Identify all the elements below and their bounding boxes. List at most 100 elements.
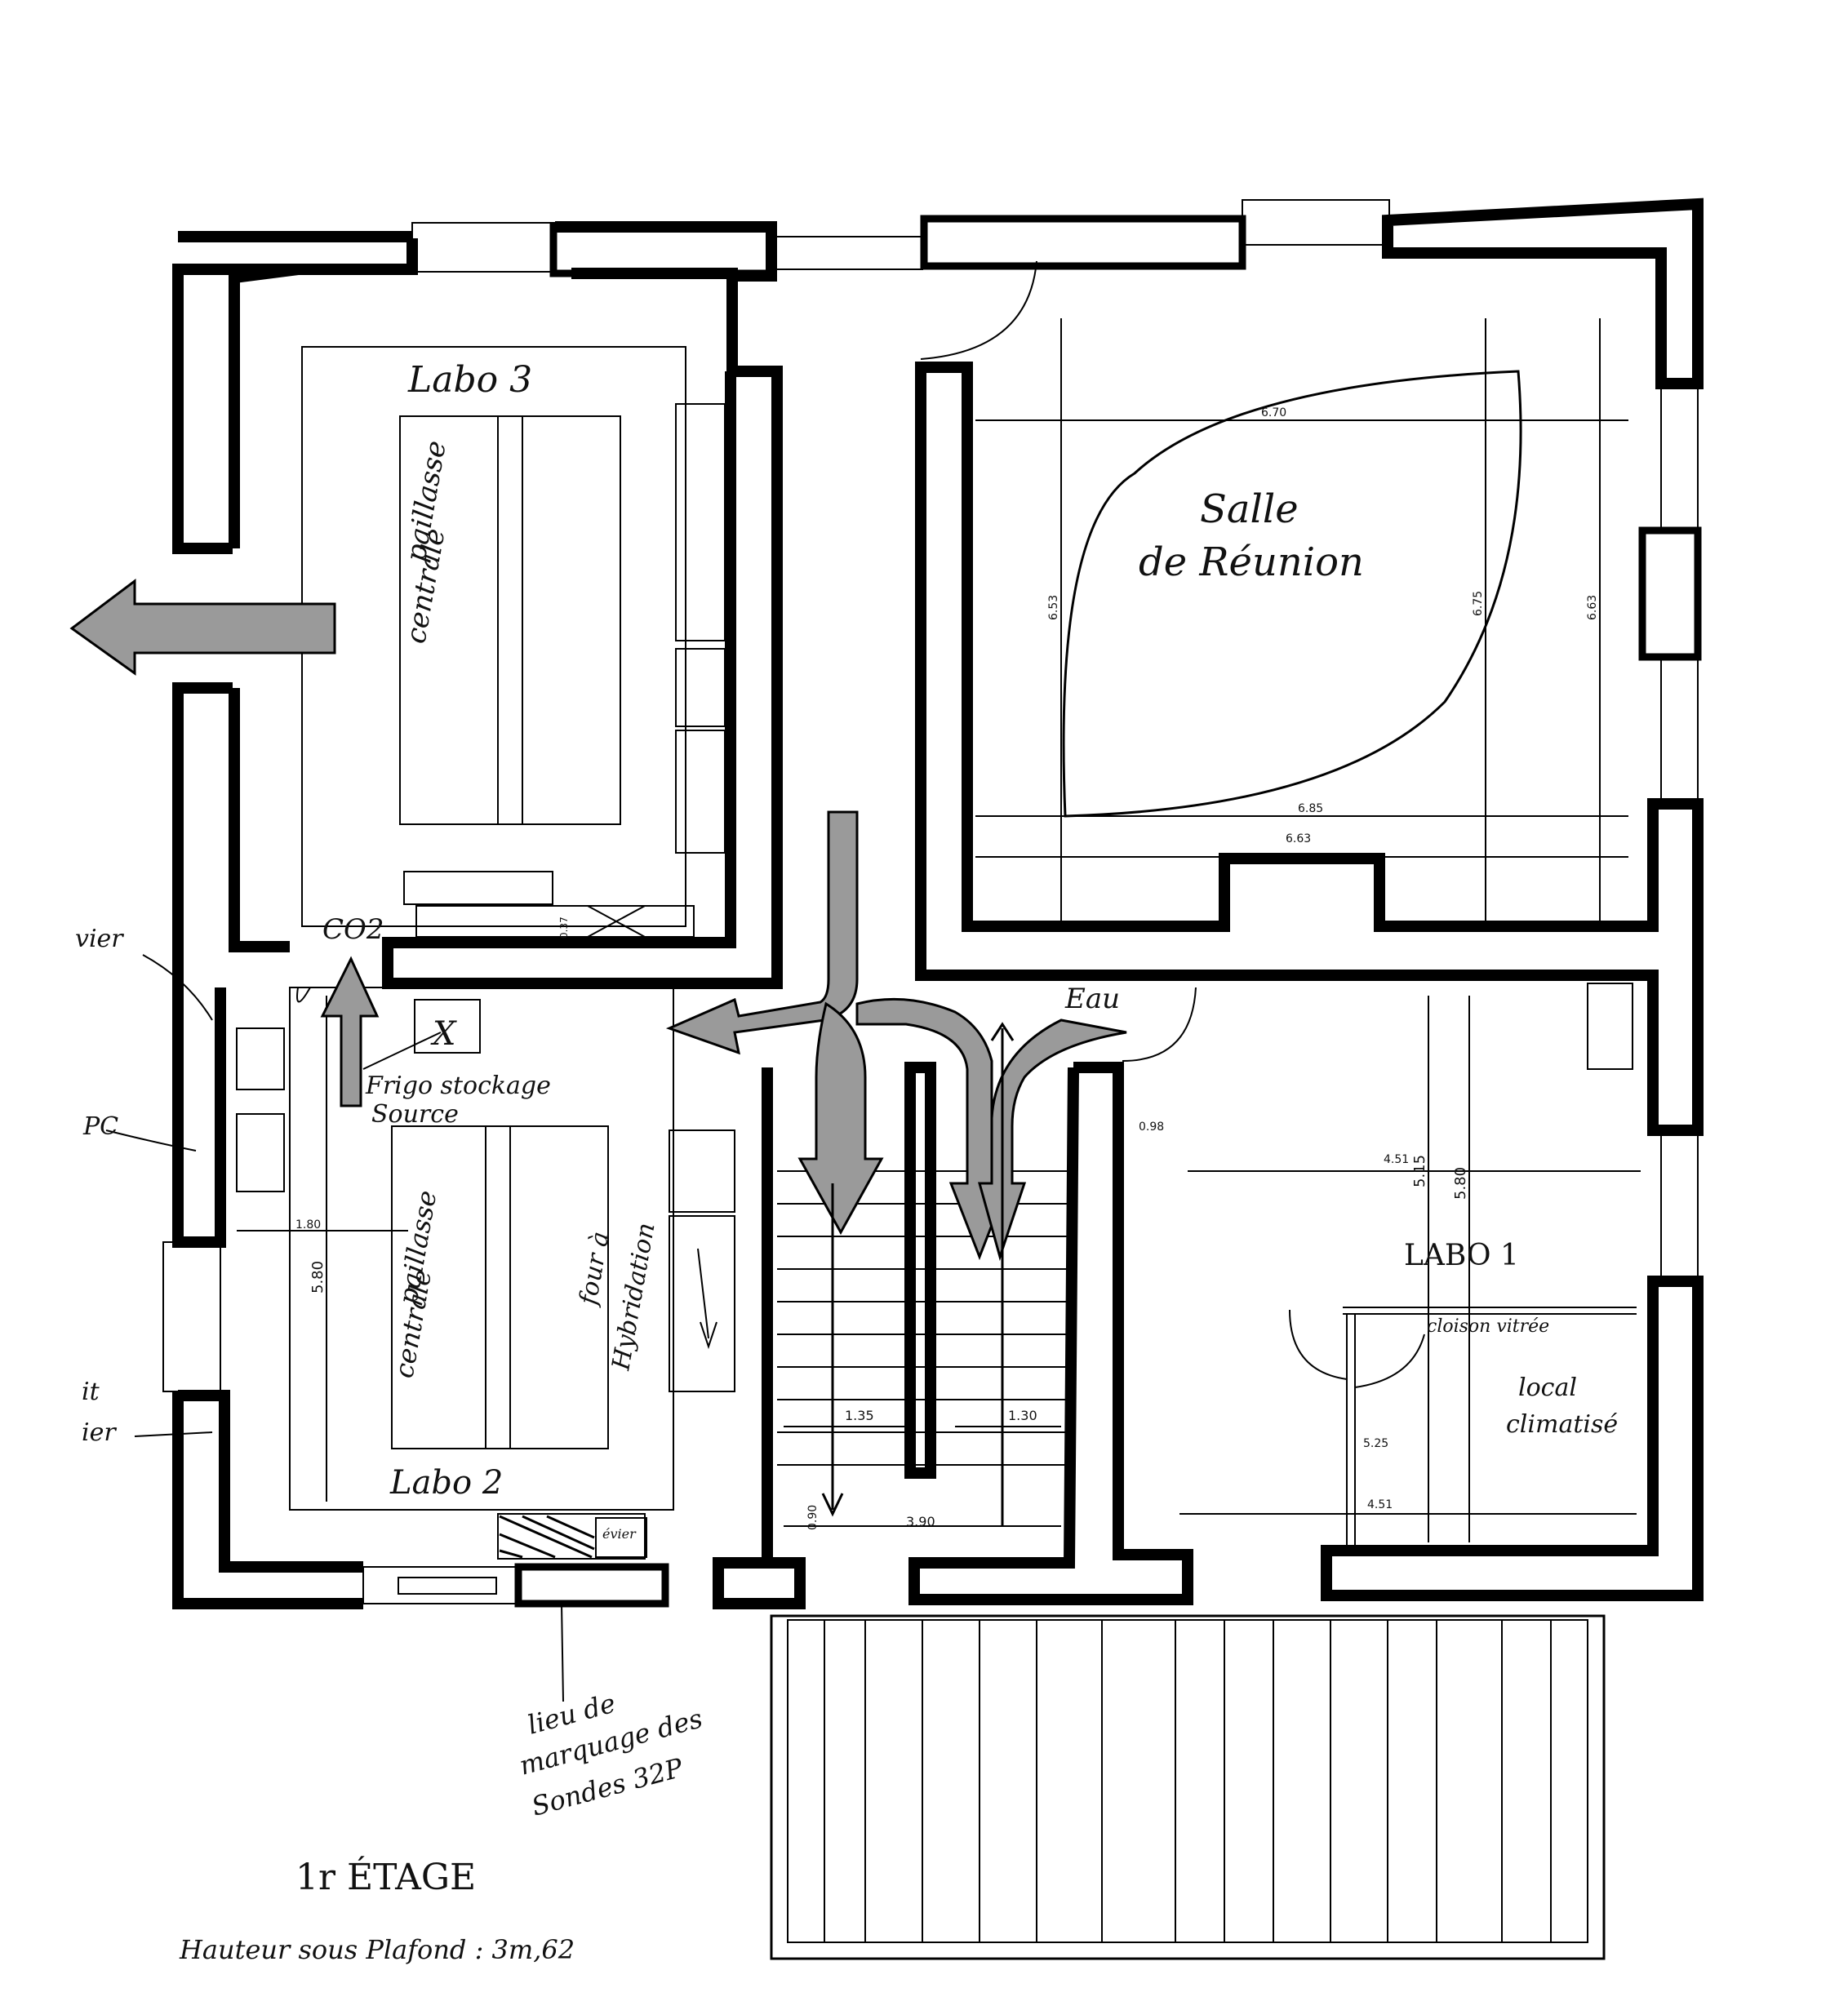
wall-west-upper (172, 238, 418, 554)
exit-arrow-west (69, 578, 336, 676)
label-edge-1: vier (75, 925, 124, 953)
window-north-corridor (771, 236, 923, 270)
arrow-eau-branch (978, 1018, 1127, 1262)
door-arc-local (1354, 1334, 1425, 1388)
label-local-1: local (1518, 1373, 1577, 1402)
bench-labo3-south (403, 871, 553, 905)
label-local-2: climatisé (1506, 1410, 1618, 1439)
window-east-labo1 (1660, 1129, 1699, 1282)
wall-labo3-east (382, 273, 783, 989)
wall-west-bottom (172, 1391, 363, 1609)
flow-arrows (69, 578, 1127, 1526)
leader-frigo (362, 1032, 442, 1070)
arrow-co2-up (320, 956, 380, 1107)
pier-north-2 (920, 215, 1246, 270)
door-labo2 (296, 987, 311, 1003)
paillasse-labo3 (399, 415, 621, 825)
wall-north-east (1382, 197, 1704, 389)
leader-evier (142, 954, 213, 1021)
wall-west-inner-upper (229, 264, 299, 548)
balcony (770, 1614, 1606, 1960)
pier-east-window (1638, 526, 1702, 661)
label-labo3: Labo 3 (407, 359, 532, 401)
cloison-vitree (1343, 1307, 1637, 1551)
dim-663: 6.63 (1286, 832, 1311, 845)
walls (172, 197, 1704, 1609)
arrow-stair-right-branch (855, 997, 1011, 1261)
balcony-outline (770, 1614, 1606, 1960)
doors (296, 260, 1197, 1062)
arrow-stair-thin (821, 1183, 844, 1517)
window-east-salle-1 (1660, 383, 1699, 531)
evier-labo2 (595, 1517, 647, 1558)
dim-525: 5.25 (1363, 1437, 1388, 1450)
label-x: X (430, 1015, 457, 1053)
window-north-salle (1242, 199, 1390, 246)
door-salle (920, 260, 1037, 360)
sink-labo2-1 (236, 1027, 285, 1090)
leader-lines (105, 954, 717, 1702)
bench-labo2-east-1 (669, 1129, 735, 1213)
wall-stair-east (908, 1062, 1193, 1605)
window-north-labo3 (411, 222, 556, 273)
labo1-furniture (1289, 983, 1637, 1551)
label-evier-small: évier (602, 1526, 637, 1542)
bench-labo3-east-2 (675, 648, 726, 727)
dim-670: 6.70 (1261, 406, 1286, 419)
label-salle-1: Salle (1200, 486, 1299, 532)
label-frigo-2: Source (371, 1100, 459, 1129)
labo3-room-outline (301, 346, 686, 927)
ceiling-height: Hauteur sous Plafond : 3m,62 (179, 1934, 575, 1965)
dim-580a: 5.80 (1452, 1167, 1469, 1200)
window-east-salle-2 (1660, 656, 1699, 805)
dim-037: 0.37 (558, 916, 570, 939)
label-frigo-1: Frigo stockage (365, 1072, 551, 1100)
dim-580b: 5.80 (309, 1261, 327, 1294)
leader-ier (134, 1431, 213, 1437)
bench-labo2-south (497, 1513, 646, 1560)
dim-451: 4.51 (1384, 1153, 1409, 1166)
wall-west-inner-low (178, 987, 226, 1248)
hatched-zone (499, 1515, 595, 1559)
dim-515: 5.15 (1411, 1155, 1428, 1187)
label-labo2: Labo 2 (389, 1464, 503, 1502)
dim-663v: 6.63 (1586, 595, 1599, 620)
label-salle-2: de Réunion (1139, 539, 1364, 585)
frigo-box (414, 999, 481, 1054)
label-labo1: LABO 1 (1404, 1239, 1519, 1272)
dim-130: 1.30 (1008, 1408, 1037, 1423)
arrow-stair-down-left (797, 1001, 884, 1236)
label-four-2: Hybridation (606, 1221, 660, 1373)
pier-north-1 (549, 222, 776, 277)
window-south-labo2 (362, 1566, 519, 1604)
leader-pc (105, 1129, 197, 1152)
sink-labo2-2 (236, 1113, 285, 1192)
balcony-inner (787, 1619, 1588, 1943)
wall-stair-center (904, 1062, 936, 1479)
bench-labo3-east-1 (675, 403, 726, 641)
dim-390: 3.90 (906, 1514, 935, 1529)
dim-685: 6.85 (1298, 802, 1323, 815)
dim-653: 6.53 (1047, 595, 1060, 620)
leader-four (697, 1248, 717, 1350)
radiator (398, 1577, 497, 1595)
label-cloison: cloison vitrée (1427, 1316, 1549, 1337)
stair-treads (777, 1170, 1069, 1466)
dim-180: 1.80 (295, 1218, 321, 1231)
pier-south-1 (514, 1563, 669, 1608)
floor-title: 1r ÉTAGE (295, 1855, 476, 1898)
hood-labo3-cross (587, 905, 646, 938)
door-arc-labo1 (1289, 1309, 1348, 1380)
dim-451b: 4.51 (1367, 1498, 1393, 1511)
paillasse-labo2 (391, 1125, 609, 1449)
label-edge-3: it (82, 1378, 100, 1406)
meeting-table-outline (1062, 370, 1522, 818)
wall-west-inner-bottom (178, 1390, 363, 1573)
wall-stair-west (713, 1067, 806, 1609)
labo2-furniture (236, 987, 735, 1560)
wall-salle-west (915, 362, 1704, 1136)
arrow-eau-thin (990, 1022, 1015, 1526)
label-edge-2: PC (82, 1112, 118, 1141)
label-edge-4: ier (82, 1418, 117, 1447)
